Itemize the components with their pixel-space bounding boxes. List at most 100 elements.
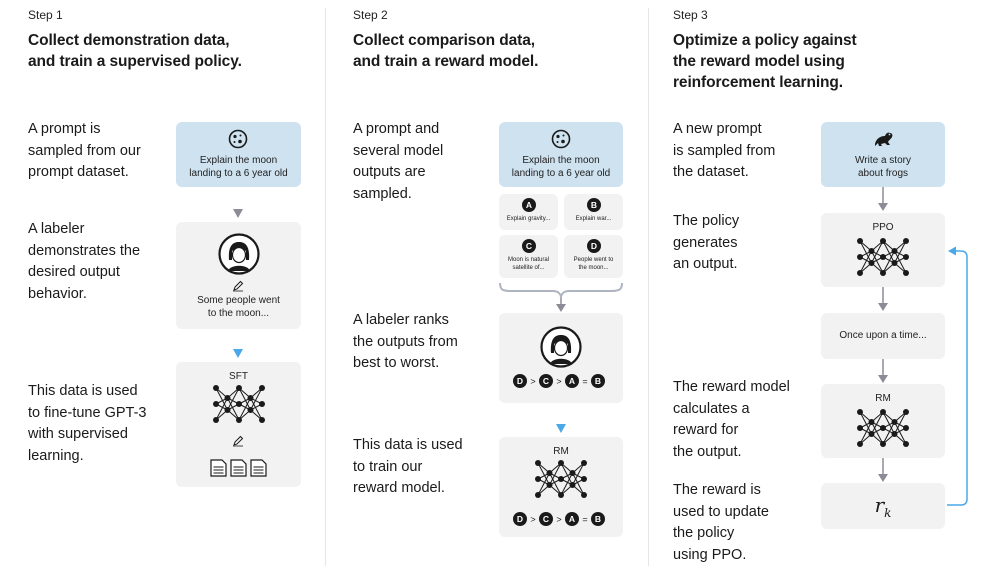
output-text: Once upon a time...: [839, 330, 927, 341]
step3-label: Step 3: [673, 8, 708, 22]
ranking-sequence: D > C > A = B: [513, 512, 605, 526]
rank-letter-badge: [591, 512, 605, 526]
ranking-sequence: D > C > A = B: [513, 374, 605, 388]
output-text: People went to: [573, 257, 614, 263]
svg-text:B: B: [591, 200, 597, 210]
arrow-down-icon: [878, 187, 888, 211]
arrow-down-blue-icon: [556, 424, 566, 433]
pencil-icon: [233, 280, 244, 292]
rank-operator: =: [582, 515, 587, 525]
rank-operator: >: [556, 515, 561, 525]
rm-label: RM: [875, 393, 891, 404]
rank-letter: D: [517, 514, 523, 524]
arrow-down-icon: [878, 359, 888, 383]
ppo-label: PPO: [872, 222, 894, 233]
documents-icon: [210, 459, 267, 477]
labeler-avatar-icon: [540, 326, 582, 368]
demo-text: Some people went: [197, 295, 280, 306]
rank-letter: C: [543, 514, 549, 524]
step2-rm-card: RM D > C > A = B: [499, 437, 623, 537]
rank-letter-badge: [565, 374, 579, 388]
rank-operator: >: [556, 377, 561, 387]
output-text: Moon is natural: [507, 257, 550, 263]
labeler-avatar-icon: [218, 233, 260, 275]
step3-rm-card: RM: [821, 384, 945, 458]
rank-letter-badge: [539, 374, 553, 388]
sft-label: SFT: [229, 371, 248, 382]
letter-badge-icon: B: [587, 198, 601, 212]
rank-letter: B: [595, 376, 601, 386]
arrow-down-blue-icon: [233, 349, 243, 358]
rank-letter: D: [517, 376, 523, 386]
output-card-b: B Explain war...: [564, 194, 623, 230]
arrow-down-icon: [233, 209, 243, 218]
rank-letter-badge: [513, 374, 527, 388]
step3-ppo-card: PPO: [821, 213, 945, 287]
feedback-loop-arrow: [947, 246, 968, 506]
output-text: Explain war...: [575, 216, 612, 222]
rank-operator: =: [582, 377, 587, 387]
column-divider-1: [325, 8, 326, 566]
rank-letter: C: [543, 376, 549, 386]
step2-label: Step 2: [353, 8, 388, 22]
rank-letter-badge: [591, 374, 605, 388]
frog-icon: [875, 132, 893, 146]
rank-operator: >: [530, 515, 535, 525]
rank-letter-badge: [539, 512, 553, 526]
output-card-a: A Explain gravity...: [499, 194, 558, 230]
rank-letter: B: [595, 514, 601, 524]
pencil-icon: [233, 435, 244, 447]
svg-text:C: C: [526, 241, 532, 251]
svg-text:D: D: [591, 241, 597, 251]
prompt-text: Explain the moon: [522, 155, 600, 166]
column-divider-2: [648, 8, 649, 566]
step1-label: Step 1: [28, 8, 63, 22]
step1-heading: Collect demonstration data, and train a …: [28, 32, 242, 70]
output-text: Explain gravity...: [506, 216, 551, 222]
neural-network-icon: [857, 238, 909, 276]
step3-output-card: Once upon a time...: [821, 313, 945, 359]
rank-letter-badge: [513, 512, 527, 526]
neural-network-icon: [213, 385, 265, 423]
svg-text:A: A: [526, 200, 532, 210]
arrow-down-icon: [878, 287, 888, 311]
moon-icon: [228, 129, 248, 149]
neural-network-icon: [857, 409, 909, 447]
arrow-down-icon: [878, 458, 888, 482]
letter-badge-icon: D: [587, 239, 601, 253]
moon-icon: [551, 129, 571, 149]
letter-badge-icon: A: [522, 198, 536, 212]
letter-badge-icon: C: [522, 239, 536, 253]
step2-heading: Collect comparison data, and train a rew…: [353, 32, 539, 70]
step3-reward-card: rk: [821, 483, 945, 529]
step1-sft-card: SFT: [176, 362, 301, 487]
rm-label: RM: [553, 446, 569, 457]
prompt-text: Write a story: [855, 155, 911, 166]
brace-connector: [499, 282, 623, 312]
step3-heading: Optimize a policy against the reward mod…: [673, 32, 857, 91]
rank-operator: >: [530, 377, 535, 387]
neural-network-icon: [535, 460, 587, 498]
rank-letter: A: [569, 376, 575, 386]
rank-letter-badge: [565, 512, 579, 526]
prompt-text: Explain the moon: [199, 155, 278, 166]
step2-ranking-card: D > C > A = B: [499, 313, 623, 403]
reward-value: rk: [874, 493, 892, 520]
rank-letter: A: [569, 514, 575, 524]
